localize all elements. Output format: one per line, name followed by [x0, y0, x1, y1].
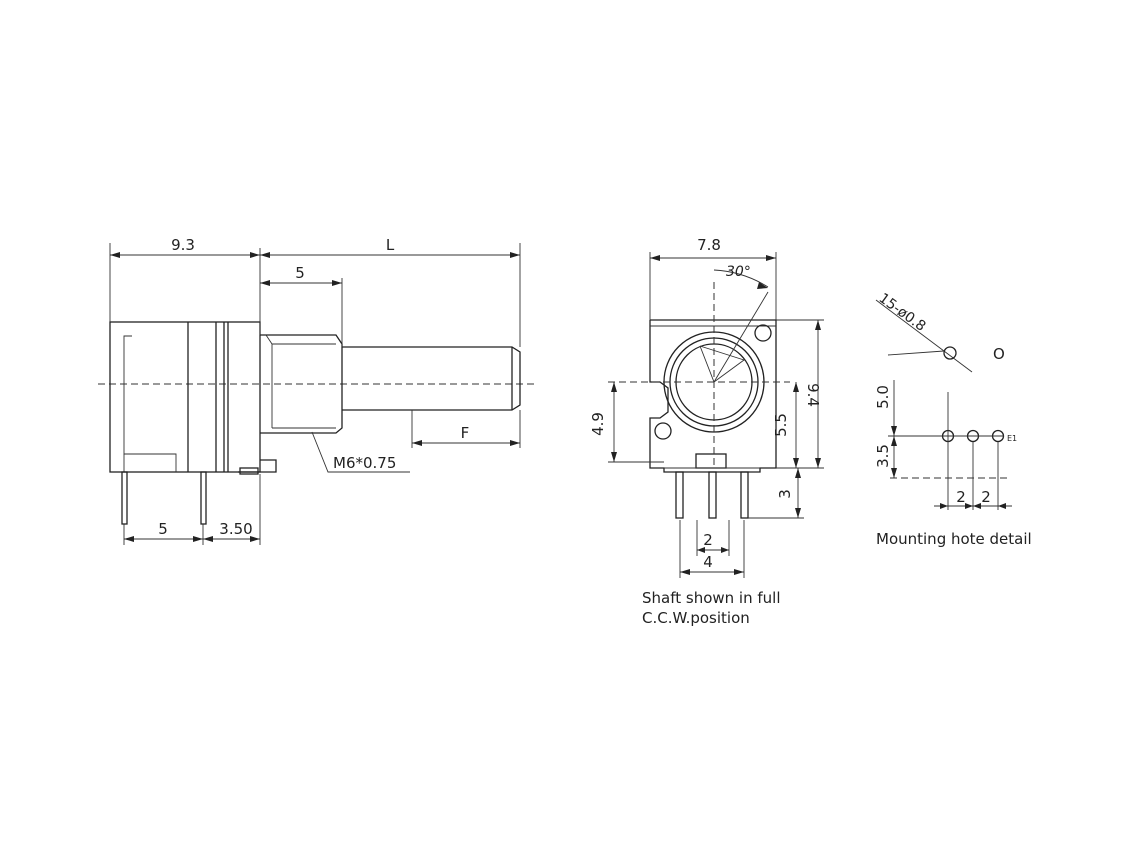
dim-bushing-length: 5	[295, 264, 305, 282]
caption-line-1: Shaft shown in full	[642, 589, 781, 607]
dim-body-length: 9.3	[171, 236, 195, 254]
dim-width: 7.8	[697, 236, 721, 254]
dim-center-height: 5.5	[772, 413, 790, 437]
mount-mark: O	[993, 345, 1005, 363]
dim-pin-length: 3	[776, 489, 794, 499]
caption-line-2: C.C.W.position	[642, 609, 750, 627]
dim-vert-upper: 5.0	[874, 385, 892, 409]
dim-pin-spacing-b: 3.50	[219, 520, 252, 538]
side-view: 9.3 L 5 F M6*0.75 5 3.50	[98, 236, 535, 545]
hole-detail: 15-ø0.8 O E1 5.0 3.5 2 2 Mounting hote d…	[874, 290, 1032, 548]
dim-pin-pitch: 2	[703, 531, 713, 549]
dim-pin-span: 4	[703, 553, 713, 571]
dim-shaft-flat: F	[461, 424, 470, 442]
dim-height-total: 9.4	[804, 383, 822, 407]
hole-detail-caption: Mounting hote detail	[876, 530, 1032, 548]
dim-center-left: 4.9	[589, 412, 607, 436]
dim-pin-spacing-a: 5	[158, 520, 168, 538]
dim-thread: M6*0.75	[333, 454, 396, 472]
dim-pitch-b: 2	[981, 488, 991, 506]
pin-mark: E1	[1007, 434, 1017, 443]
front-view: 30° 7.8 9.4 5.5 4.9 3	[589, 236, 824, 627]
dim-total-length: L	[386, 236, 395, 254]
dim-angle: 30°	[726, 264, 751, 280]
dim-vert-lower: 3.5	[874, 444, 892, 468]
dim-hole-spec: 15-ø0.8	[876, 290, 929, 335]
dim-pitch-a: 2	[956, 488, 966, 506]
